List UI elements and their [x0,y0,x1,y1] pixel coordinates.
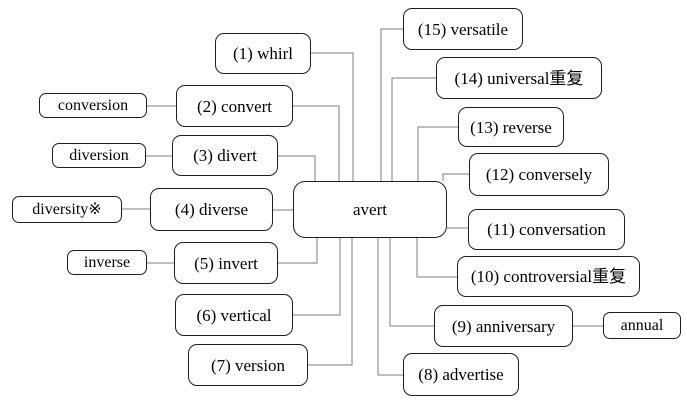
node-advertise: (8) advertise [403,353,519,396]
connector-universal-to-avert [391,77,436,181]
node-conversely: (12) conversely [469,153,609,196]
connector-versatile-to-avert [380,28,403,181]
node-version: (7) version [188,344,308,386]
node-vertical: (6) vertical [175,294,293,336]
connector-conversely-to-avert [442,173,469,181]
node-invert: (5) invert [174,242,278,284]
node-diversion: diversion [52,143,146,168]
node-inverse: inverse [67,250,147,275]
node-conversion: conversion [39,93,147,118]
node-divert: (3) divert [172,135,278,176]
center-node-avert: avert [293,181,447,238]
node-whirl: (1) whirl [215,33,311,74]
connector-vertical-to-avert [293,238,341,316]
connector-anniversary-to-avert [389,238,434,327]
node-annual: annual [603,312,681,339]
node-universal: (14) universal重复 [436,57,602,99]
node-reverse: (13) reverse [458,107,564,147]
node-controversial: (10) controversial重复 [457,256,640,297]
node-versatile: (15) versatile [403,8,523,50]
connector-reverse-to-avert [417,126,458,181]
connector-divert-to-avert [278,155,316,181]
connector-advertise-to-avert [377,238,403,376]
node-diverse: (4) diverse [150,188,273,231]
connector-invert-to-avert [278,238,318,264]
connector-whirl-to-avert [311,52,354,181]
connector-controversial-to-avert [416,238,457,278]
connector-version-to-avert [308,238,353,366]
connector-convert-to-avert [293,105,340,181]
node-conversation: (11) conversation [468,209,625,250]
node-anniversary: (9) anniversary [434,305,573,347]
node-convert: (2) convert [176,85,293,127]
node-diversity: diversity※ [12,196,122,223]
